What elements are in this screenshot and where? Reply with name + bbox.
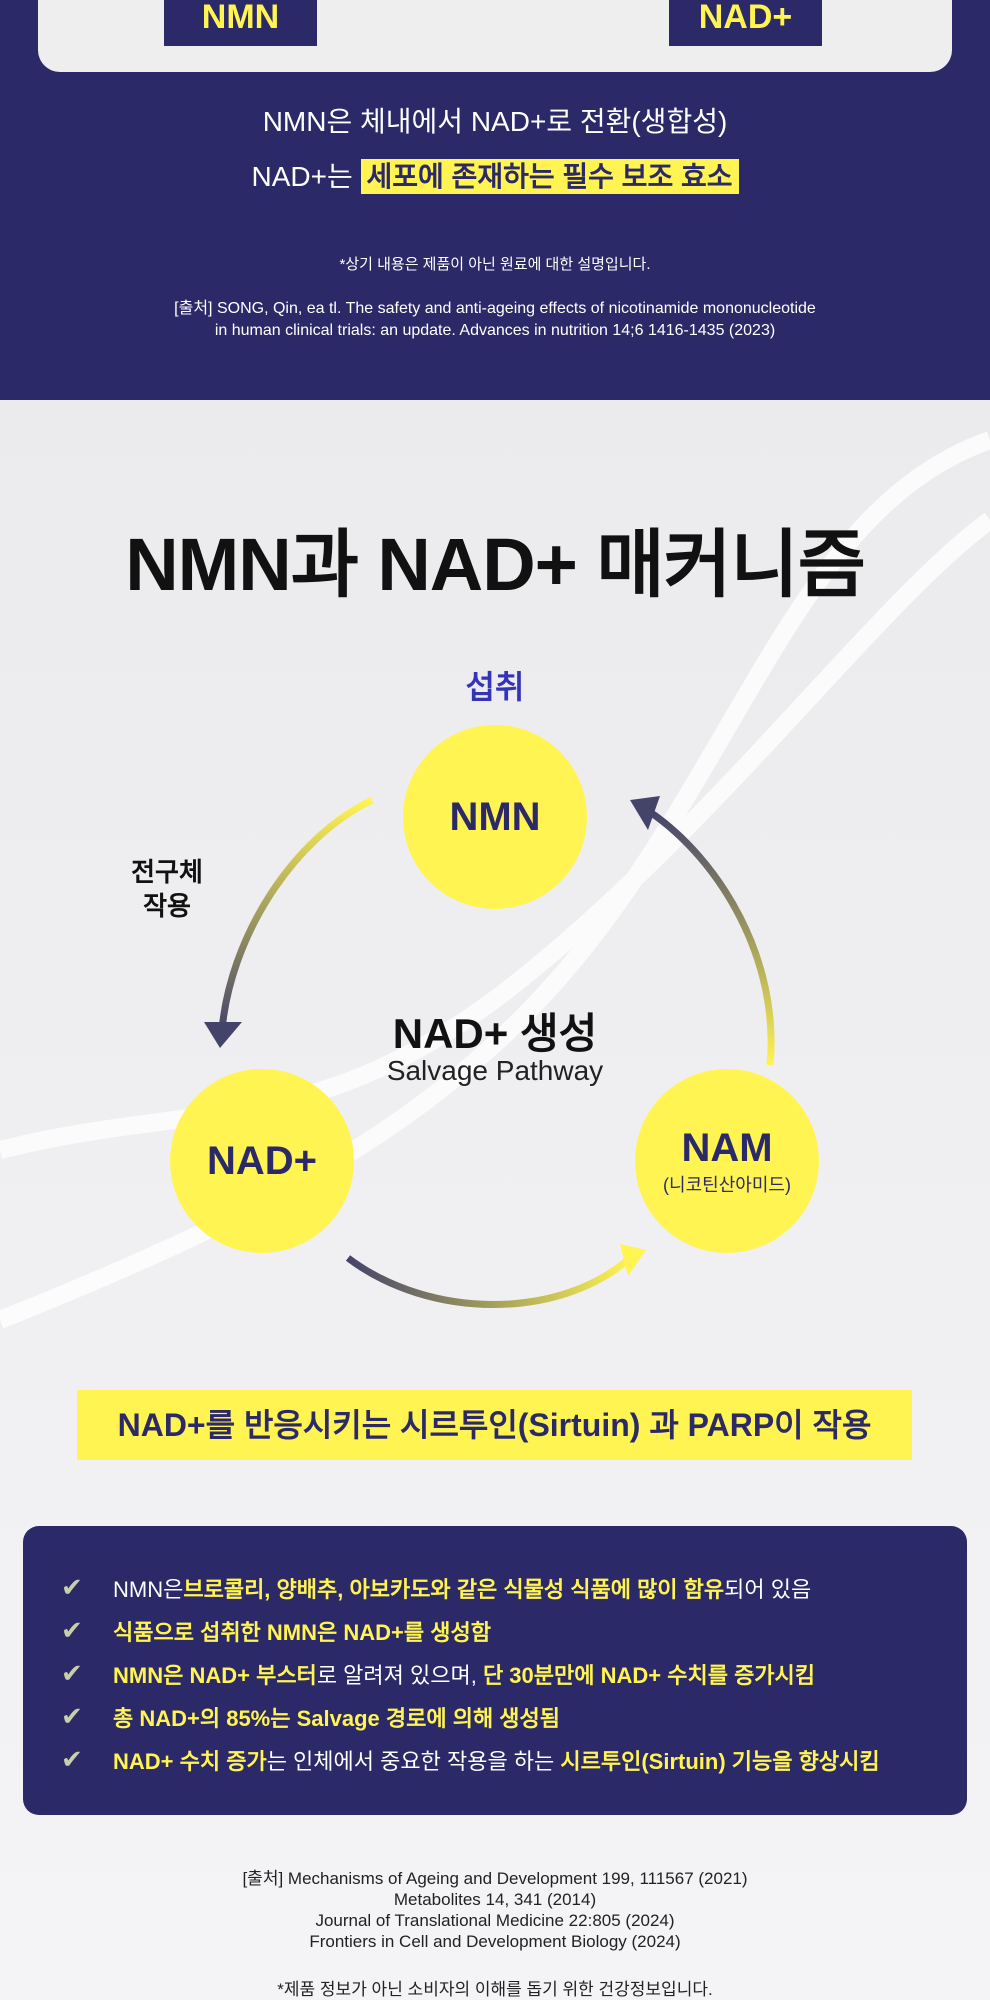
arrow-head [630, 796, 660, 830]
center-title: NAD+ 생성 [392, 1010, 598, 1057]
references: [출처] Mechanisms of Ageing and Developmen… [0, 1868, 990, 1952]
coenzyme-prefix: NAD+는 [251, 161, 353, 192]
center-subtitle: Salvage Pathway [386, 1055, 604, 1086]
arrow-nam-to-nmn [648, 809, 775, 1066]
nam-circle: NAM (니코틴산아미드) [635, 1069, 819, 1253]
conversion-text: NMN은 체내에서 NAD+로 전환(생합성) [262, 106, 728, 137]
fact-item: ✔식품으로 섭취한 NMN은 NAD+를 생성함 [61, 1615, 491, 1645]
precursor-line: 작용 [143, 891, 191, 921]
arrow-head [620, 1244, 646, 1276]
coenzyme-highlight: 세포에 존재하는 필수 보조 효소 [360, 159, 739, 194]
nad-circle: NAD+ [170, 1069, 354, 1253]
arrow-nmn-to-nad [218, 796, 374, 1031]
citation: [출처] SONG, Qin, ea tl. The safety and an… [0, 298, 990, 342]
nmn-tag: NMN [164, 0, 317, 46]
mechanism-title: NMN과 NAD+ 매커니즘 [125, 523, 866, 606]
check-icon: ✔ [61, 1572, 83, 1602]
arrow-nad-to-nam [345, 1255, 633, 1308]
nmn-circle: NMN [403, 725, 587, 909]
check-icon: ✔ [61, 1615, 83, 1645]
reference-line: Metabolites 14, 341 (2014) [393, 1890, 597, 1909]
intake-label: 섭취 [465, 669, 525, 705]
check-icon: ✔ [61, 1658, 83, 1688]
nam-sublabel: (니코틴산아미드) [663, 1174, 791, 1195]
sirtuin-banner: NAD+를 반응시키는 시르투인(Sirtuin) 과 PARP이 작용 [77, 1390, 912, 1460]
check-icon: ✔ [61, 1744, 83, 1774]
intro-section: NMN NAD+ NMN은 체내에서 NAD+로 전환(생합성) NAD+는 세… [0, 0, 990, 400]
ingredient-note: *상기 내용은 제품이 아닌 원료에 대한 설명입니다. [339, 256, 651, 273]
nmn-label: NMN [449, 794, 541, 839]
precursor-line: 전구체 [131, 857, 203, 887]
nad-tag: NAD+ [669, 0, 822, 46]
nad-label: NAD+ [206, 1138, 318, 1183]
arrow-head [204, 1022, 242, 1048]
reference-line: Frontiers in Cell and Development Biolog… [309, 1932, 681, 1951]
citation-line: [출처] SONG, Qin, ea tl. The safety and an… [174, 300, 816, 317]
nam-label: NAM [681, 1125, 773, 1170]
footnote: *제품 정보가 아닌 소비자의 이해를 돕기 위한 건강정보입니다. [277, 1980, 713, 1999]
coenzyme-text: NAD+는 세포에 존재하는 필수 보조 효소 [0, 155, 990, 195]
fact-item: ✔총 NAD+의 85%는 Salvage 경로에 의해 생성됨 [61, 1701, 561, 1731]
reference-line: Journal of Translational Medicine 22:805… [315, 1911, 675, 1930]
comparison-card: NMN NAD+ [38, 0, 952, 72]
reference-line: [출처] Mechanisms of Ageing and Developmen… [242, 1869, 748, 1888]
check-icon: ✔ [61, 1701, 83, 1731]
citation-line: in human clinical trials: an update. Adv… [214, 322, 776, 339]
